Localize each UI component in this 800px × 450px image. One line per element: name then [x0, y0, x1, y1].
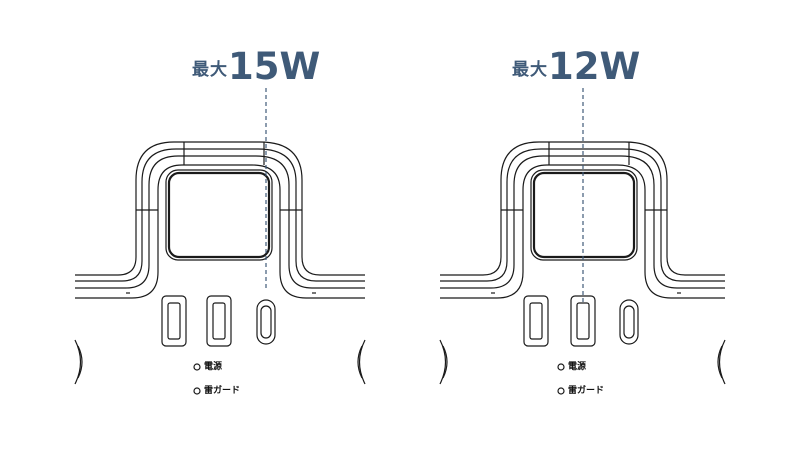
arch-outer — [75, 141, 365, 276]
usb-a-port-2 — [570, 295, 596, 347]
power-strip-outline — [74, 88, 366, 395]
label-prefix: 最大 — [192, 60, 228, 80]
usb-a-port-1 — [523, 295, 549, 347]
indicator-label-power: 電源 — [204, 362, 223, 372]
arch-line-4 — [440, 164, 725, 299]
indicator-dot-power — [557, 363, 565, 371]
power-strip-outline — [439, 88, 726, 395]
arch-line-4 — [75, 164, 365, 299]
arch-line-3 — [440, 155, 725, 289]
usb-a-port-1 — [161, 295, 187, 347]
indicator-label-surge: 雷ガード — [204, 386, 241, 396]
label-prefix: 最大 — [512, 60, 548, 80]
indicator-dot-surge — [557, 387, 565, 395]
arch-line-2 — [75, 148, 365, 282]
label-value: 12W — [548, 45, 641, 88]
usb-c-port — [619, 299, 639, 345]
indicator-dot-power — [193, 363, 201, 371]
display-window-inner — [167, 171, 271, 259]
arch-line-3 — [75, 155, 365, 289]
indicator-label-power: 電源 — [568, 362, 587, 372]
usb-a-port-2 — [206, 295, 232, 347]
usb-c-port — [256, 299, 276, 345]
display-window-outer — [165, 169, 273, 261]
display-window-inner — [532, 171, 636, 259]
arch-outer — [440, 141, 725, 276]
indicator-dot-surge — [193, 387, 201, 395]
label-value: 15W — [228, 45, 321, 88]
indicator-label-surge: 雷ガード — [568, 386, 605, 396]
max-power-label: 最大12W — [512, 48, 640, 85]
display-window-outer — [530, 169, 638, 261]
max-power-label: 最大15W — [192, 48, 320, 85]
arch-line-2 — [440, 148, 725, 282]
panel-right: 最大12W 電源 雷ガード — [360, 0, 760, 450]
panel-left: 最大15W 電源 雷ガード — [74, 48, 366, 396]
